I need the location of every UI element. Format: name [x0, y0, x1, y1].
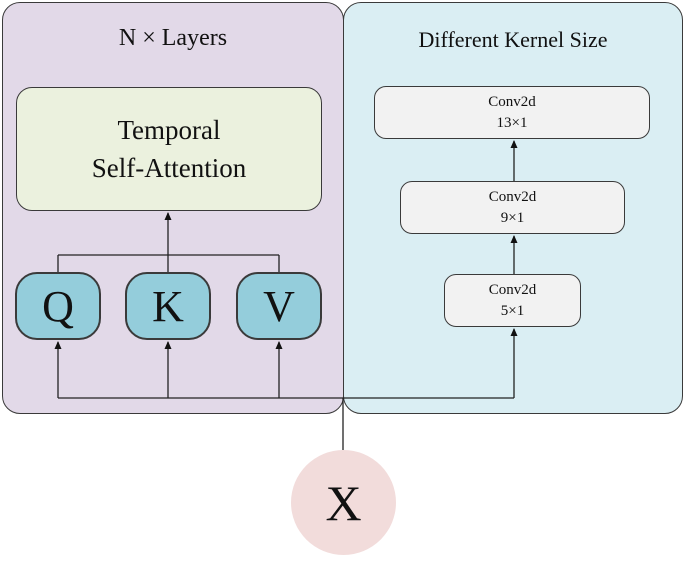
key-block: K	[125, 272, 211, 340]
conv2d-9x1-block: Conv2d 9×1	[400, 181, 625, 234]
value-block: V	[236, 272, 322, 340]
conv-kernel-size: 13×1	[496, 114, 528, 131]
query-block: Q	[15, 272, 101, 340]
layers-title: N × Layers	[118, 25, 228, 51]
input-x-node: X	[291, 450, 396, 555]
temporal-self-attention-block: Temporal Self-Attention	[16, 87, 322, 211]
conv2d-5x1-block: Conv2d 5×1	[444, 274, 581, 327]
conv-name: Conv2d	[488, 188, 537, 205]
attention-label-line1: Temporal	[117, 115, 221, 145]
conv-kernel-size: 9×1	[500, 209, 525, 226]
kernel-size-title: Different Kernel Size	[418, 27, 608, 52]
attention-label-line2: Self-Attention	[91, 153, 247, 183]
conv2d-13x1-block: Conv2d 13×1	[374, 86, 650, 139]
conv-name: Conv2d	[488, 93, 536, 110]
conv-kernel-size: 5×1	[500, 302, 525, 319]
conv-name: Conv2d	[488, 281, 537, 298]
